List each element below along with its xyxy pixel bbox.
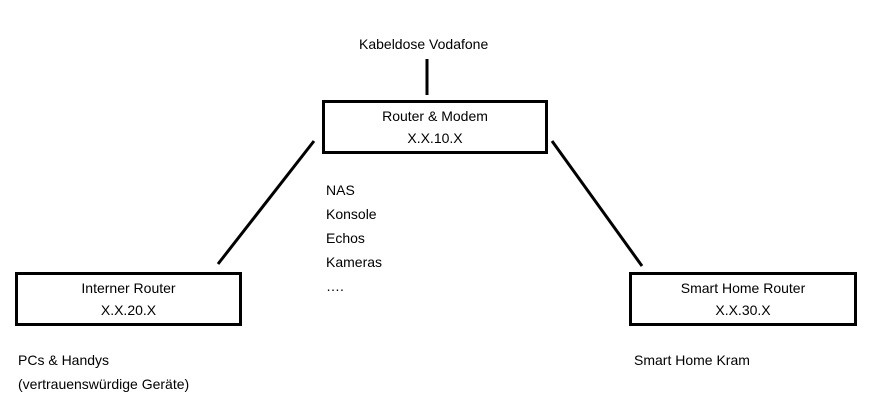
list-item: PCs & Handys — [18, 352, 110, 368]
list-item: Konsole — [326, 206, 377, 222]
node-name: Router & Modem — [382, 108, 488, 124]
smart-home-router-node: Smart Home Router X.X.30.X — [629, 272, 857, 326]
main-devices-list: NAS Konsole Echos Kameras …. — [326, 178, 382, 298]
node-subnet: X.X.30.X — [715, 302, 771, 318]
internal-router-node: Interner Router X.X.20.X — [15, 272, 242, 326]
node-subnet: X.X.20.X — [100, 302, 157, 318]
list-item: Kameras — [326, 254, 383, 270]
list-item: Echos — [326, 230, 365, 246]
list-item: Smart Home Kram — [634, 352, 750, 368]
smarthome-devices-list: Smart Home Kram — [634, 348, 750, 372]
list-item: (vertrauenswürdige Geräte) — [18, 376, 190, 392]
router-modem-node: Router & Modem X.X.10.X — [322, 100, 548, 154]
source-label: Kabeldose Vodafone — [359, 36, 489, 52]
node-name: Interner Router — [81, 280, 176, 296]
internal-devices-list: PCs & Handys (vertrauenswürdige Geräte) — [18, 348, 189, 396]
connector-main-smarthome — [550, 140, 644, 267]
connector-main-internal — [216, 140, 316, 265]
node-subnet: X.X.10.X — [407, 130, 463, 146]
list-item: …. — [326, 278, 344, 294]
node-name: Smart Home Router — [680, 280, 806, 296]
list-item: NAS — [326, 182, 355, 198]
